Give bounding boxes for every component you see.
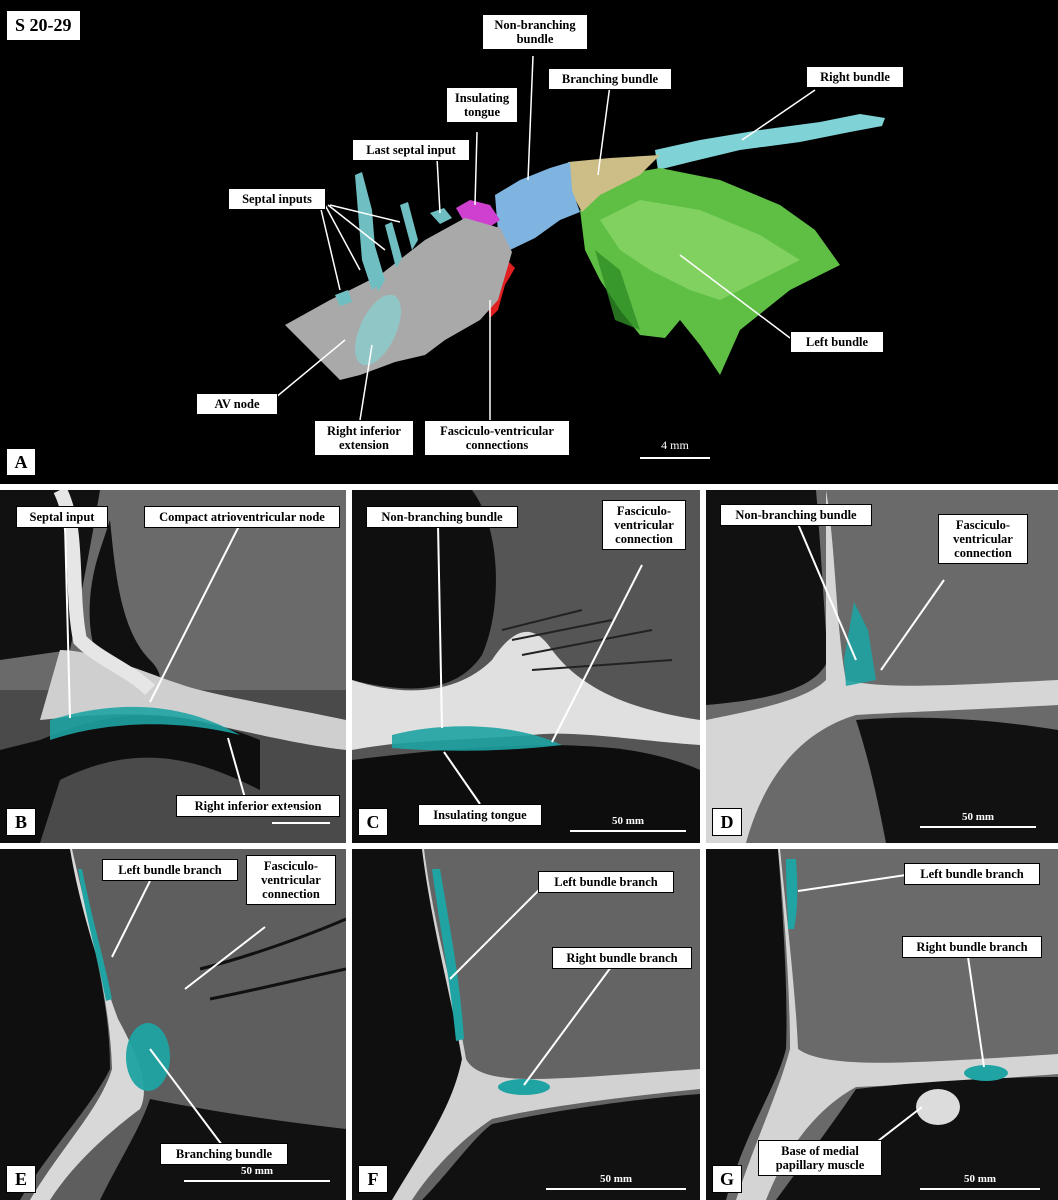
label-insulating-tongue-c: Insulating tongue bbox=[418, 804, 542, 826]
label-fasciculo-connection-e: Fasciculo- ventricular connection bbox=[246, 855, 336, 905]
panel-c-scale-text: 50 mm bbox=[611, 815, 645, 827]
label-left-bundle-branch-g: Left bundle branch bbox=[904, 863, 1040, 885]
panel-a-letter: A bbox=[6, 448, 36, 476]
label-septal-input: Septal input bbox=[16, 506, 108, 528]
panel-a: S 20-29 Non-branching bundle Branching b… bbox=[0, 0, 1058, 484]
panel-a-scale-text: 4 mm bbox=[661, 438, 689, 452]
panel-d-letter: D bbox=[712, 808, 742, 836]
panel-c: Non-branching bundle Fasciculo- ventricu… bbox=[352, 490, 700, 843]
panel-e-scale-text: 50 mm bbox=[240, 1165, 274, 1177]
panel-e-leader-lines bbox=[111, 880, 330, 1182]
label-septal-inputs: Septal inputs bbox=[228, 188, 326, 210]
label-fasciculo-connections: Fasciculo-ventricular connections bbox=[424, 420, 570, 456]
panel-g-histology bbox=[706, 849, 1058, 1200]
label-fasciculo-connection-d: Fasciculo- ventricular connection bbox=[938, 514, 1028, 564]
panel-e: Left bundle branch Fasciculo- ventricula… bbox=[0, 849, 346, 1200]
panel-d-leader-lines bbox=[797, 523, 1036, 828]
av-node-shape bbox=[285, 218, 512, 380]
label-right-bundle-branch-f: Right bundle branch bbox=[552, 947, 692, 969]
panel-g-leader-lines bbox=[797, 874, 1040, 1190]
insulating-tongue-shape bbox=[456, 200, 500, 230]
label-insulating-tongue: Insulating tongue bbox=[446, 87, 518, 123]
label-fasciculo-connection-c: Fasciculo- ventricular connection bbox=[602, 500, 686, 550]
panel-a-leader-lines bbox=[274, 55, 816, 459]
right-bundle-shape bbox=[655, 114, 885, 170]
label-base-medial-papillary-muscle: Base of medial papillary muscle bbox=[758, 1140, 882, 1176]
panel-f-histology bbox=[352, 849, 700, 1200]
panel-b-letter: B bbox=[6, 808, 36, 836]
label-right-bundle-branch-g: Right bundle branch bbox=[902, 936, 1042, 958]
panel-g-scale-text: 50 mm bbox=[963, 1173, 997, 1185]
label-left-bundle: Left bundle bbox=[790, 331, 884, 353]
panel-g-letter: G bbox=[712, 1165, 742, 1193]
panel-e-letter: E bbox=[6, 1165, 36, 1193]
label-compact-av-node: Compact atrioventricular node bbox=[144, 506, 340, 528]
panel-c-leader-lines bbox=[437, 523, 686, 832]
non-branching-bundle-shape bbox=[495, 162, 580, 250]
label-non-branching-bundle-c: Non-branching bundle bbox=[366, 506, 518, 528]
label-branching-bundle-e: Branching bundle bbox=[160, 1143, 288, 1165]
panel-b-scale-text: 50 mm bbox=[284, 806, 318, 818]
panel-b-leader-lines bbox=[64, 523, 330, 824]
panel-c-letter: C bbox=[358, 808, 388, 836]
panel-f: Left bundle branch Right bundle branch 5… bbox=[352, 849, 700, 1200]
right-inferior-extension-shape bbox=[355, 294, 401, 366]
label-left-bundle-branch-e: Left bundle branch bbox=[102, 859, 238, 881]
label-non-branching-bundle-d: Non-branching bundle bbox=[720, 504, 872, 526]
label-right-inferior-extension-b: Right inferior extension bbox=[176, 795, 340, 817]
label-left-bundle-branch-f: Left bundle branch bbox=[538, 871, 674, 893]
panel-c-histology bbox=[352, 490, 700, 843]
panel-d-scale-text: 50 mm bbox=[961, 811, 995, 823]
label-non-branching-bundle: Non-branching bundle bbox=[482, 14, 588, 50]
label-last-septal-input: Last septal input bbox=[352, 139, 470, 161]
panel-f-scale-text: 50 mm bbox=[599, 1173, 633, 1185]
panel-f-leader-lines bbox=[449, 882, 686, 1190]
panel-a-title: S 20-29 bbox=[6, 10, 81, 41]
branching-bundle-shape bbox=[568, 155, 660, 212]
label-av-node: AV node bbox=[196, 393, 278, 415]
panel-g: Left bundle branch Right bundle branch B… bbox=[706, 849, 1058, 1200]
panel-b: Septal input Compact atrioventricular no… bbox=[0, 490, 346, 843]
label-branching-bundle: Branching bundle bbox=[548, 68, 672, 90]
panel-d: Non-branching bundle Fasciculo- ventricu… bbox=[706, 490, 1058, 843]
panel-e-histology bbox=[0, 849, 346, 1200]
label-right-bundle: Right bundle bbox=[806, 66, 904, 88]
label-right-inferior-extension: Right inferior extension bbox=[314, 420, 414, 456]
panel-f-letter: F bbox=[358, 1165, 388, 1193]
